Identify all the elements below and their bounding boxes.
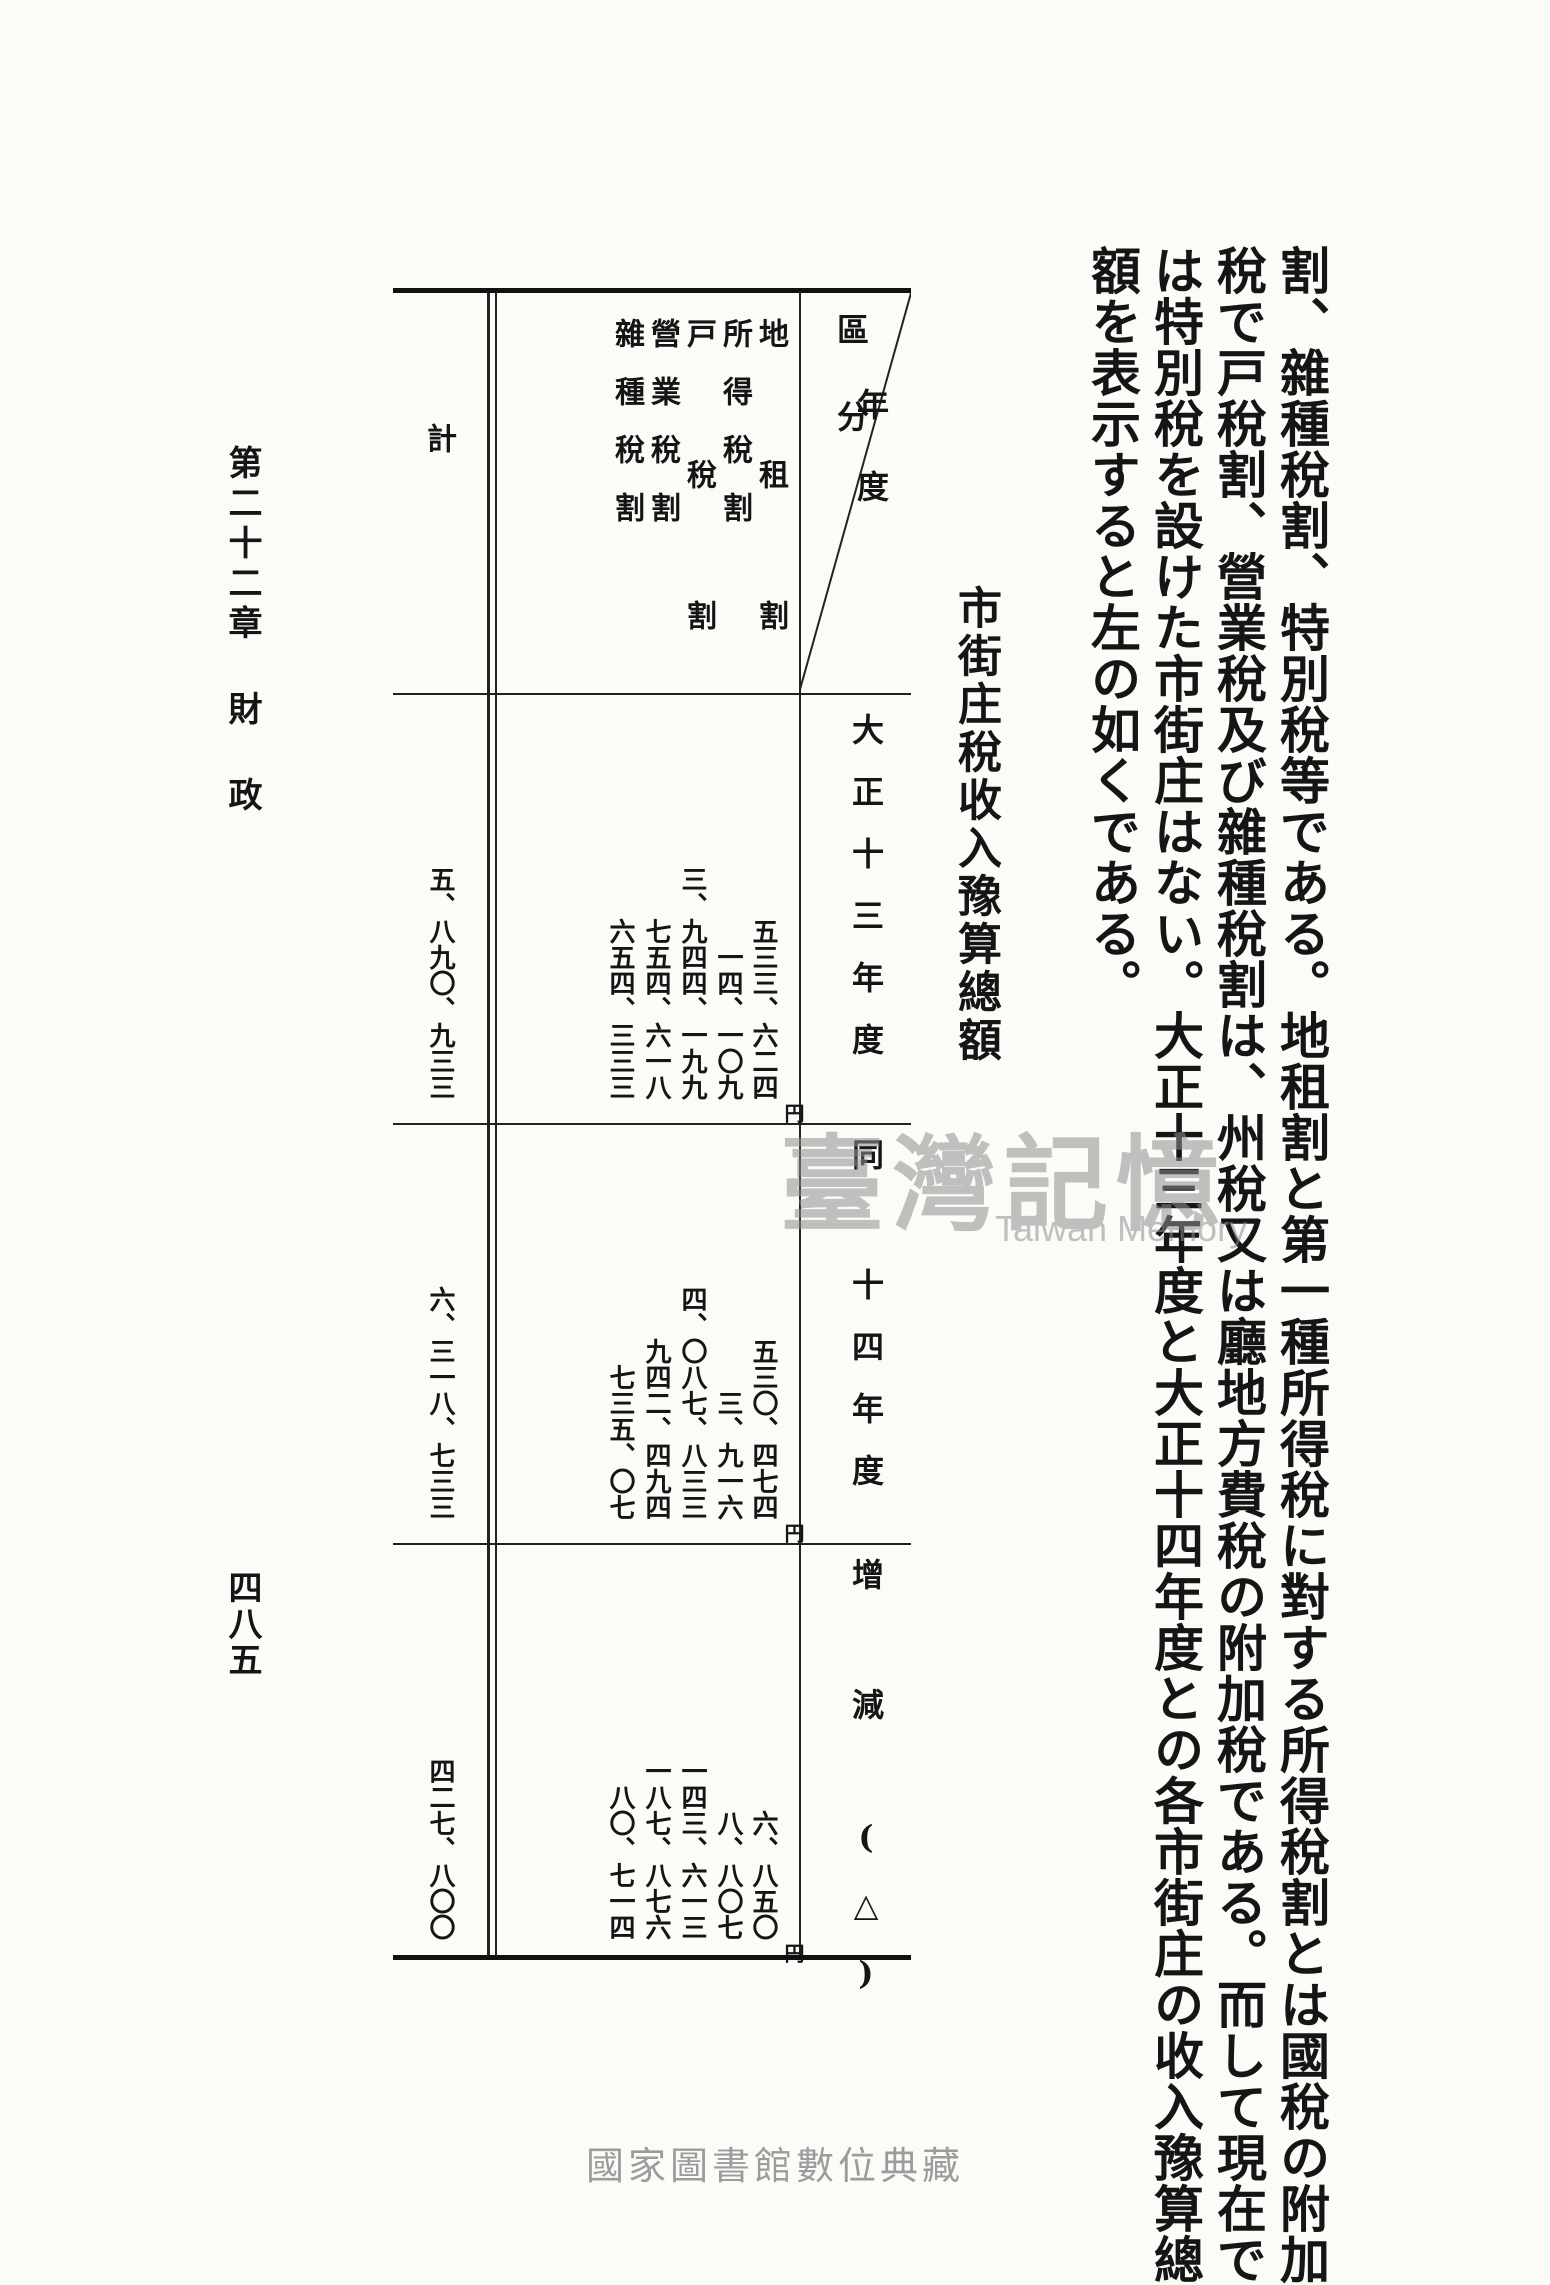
cell-value: 九四二、四九四: [641, 1338, 671, 1520]
column-header-change: 增 減 (△): [847, 1558, 885, 2022]
row-label-household-tax: 戸 稅 割: [681, 318, 716, 668]
cell-value: 六、八五〇: [748, 1810, 778, 1940]
row-label-business-tax: 營業稅割: [645, 318, 680, 550]
table-title: 市街庄稅收入豫算總額: [950, 585, 1001, 1065]
corner-top: 年度: [852, 388, 890, 552]
cell-value: 五三三、六二四: [748, 918, 778, 1100]
corner-bottom: 區分: [832, 313, 870, 487]
unit-label: 円: [781, 1523, 805, 1543]
cell-value: 八、八〇七: [713, 1810, 743, 1940]
row-label-total: 計: [421, 423, 456, 453]
row-label-income-tax: 所得稅割: [717, 318, 752, 550]
cell-value: 八〇、七一四: [605, 1784, 635, 1940]
unit-label: 円: [781, 1943, 805, 1963]
unit-label: 円: [781, 1103, 805, 1123]
column-header-taisho14: 同 十四年度: [847, 1138, 885, 1516]
row-header-separator: [393, 693, 911, 695]
watermark-title: 臺灣記憶: [780, 1123, 1229, 1246]
body-text-line-3: は特別稅を設けた市街庄はない。大正十三年度と大正十四年度との各市街庄の收入豫算總: [1146, 245, 1205, 2285]
column-header-taisho13: 大正十三年度: [847, 713, 885, 1085]
corner-diagonal: [799, 293, 911, 693]
cell-value: 七三五、〇七: [605, 1364, 635, 1520]
row-label-misc-tax: 雜種稅割: [609, 318, 644, 550]
library-footer: 國家圖書館數位典藏: [585, 2144, 964, 2188]
cell-value: 七五四、六一八: [641, 918, 671, 1100]
chapter-heading: 第二十二章 財 政: [222, 445, 262, 817]
page-number: 四八五: [222, 1570, 262, 1678]
cell-value: 一八七、八七六: [641, 1758, 671, 1940]
cell-value: 五、八九〇、九三三: [425, 866, 455, 1100]
column-separator-2: [393, 1543, 911, 1545]
row-label-land-tax: 地 租 割: [753, 318, 788, 668]
cell-value: 四、〇八七、八三三: [677, 1286, 707, 1520]
cell-value: 三、九四四、一九九: [677, 866, 707, 1100]
revenue-table: 年度 區分 地 租 割 所得稅割 戸 稅 割 營業稅割 雜種稅割 計 大正十三年…: [393, 288, 911, 2022]
cell-value: 六、三一八、七三三: [425, 1286, 455, 1520]
cell-value: 六五四、三三三: [605, 918, 635, 1100]
column-separator-1: [393, 1123, 911, 1125]
cell-value: 五三〇、四七四: [748, 1338, 778, 1520]
watermark: 臺灣記憶 Taiwan Memory: [780, 1100, 1247, 1260]
body-text-line-2: 稅で戸稅割、營業稅及び雜種稅割は、州稅又は廳地方費稅の附加稅である。而して現在で: [1209, 245, 1268, 2285]
watermark-subtitle: Taiwan Memory: [995, 1208, 1248, 1249]
body-text-line-4: 額を表示すると左の如くである。: [1083, 245, 1142, 1010]
body-text-line-1: 割、雜種稅割、特別稅等である。地租割と第一種所得稅に對する所得稅割とは國稅の附加: [1272, 245, 1331, 2285]
cell-value: 一四三、六一三: [677, 1758, 707, 1940]
cell-value: 一四、一〇九: [713, 944, 743, 1100]
cell-value: 三、九一六: [713, 1390, 743, 1520]
cell-value: 四二七、八〇〇: [425, 1758, 455, 1940]
